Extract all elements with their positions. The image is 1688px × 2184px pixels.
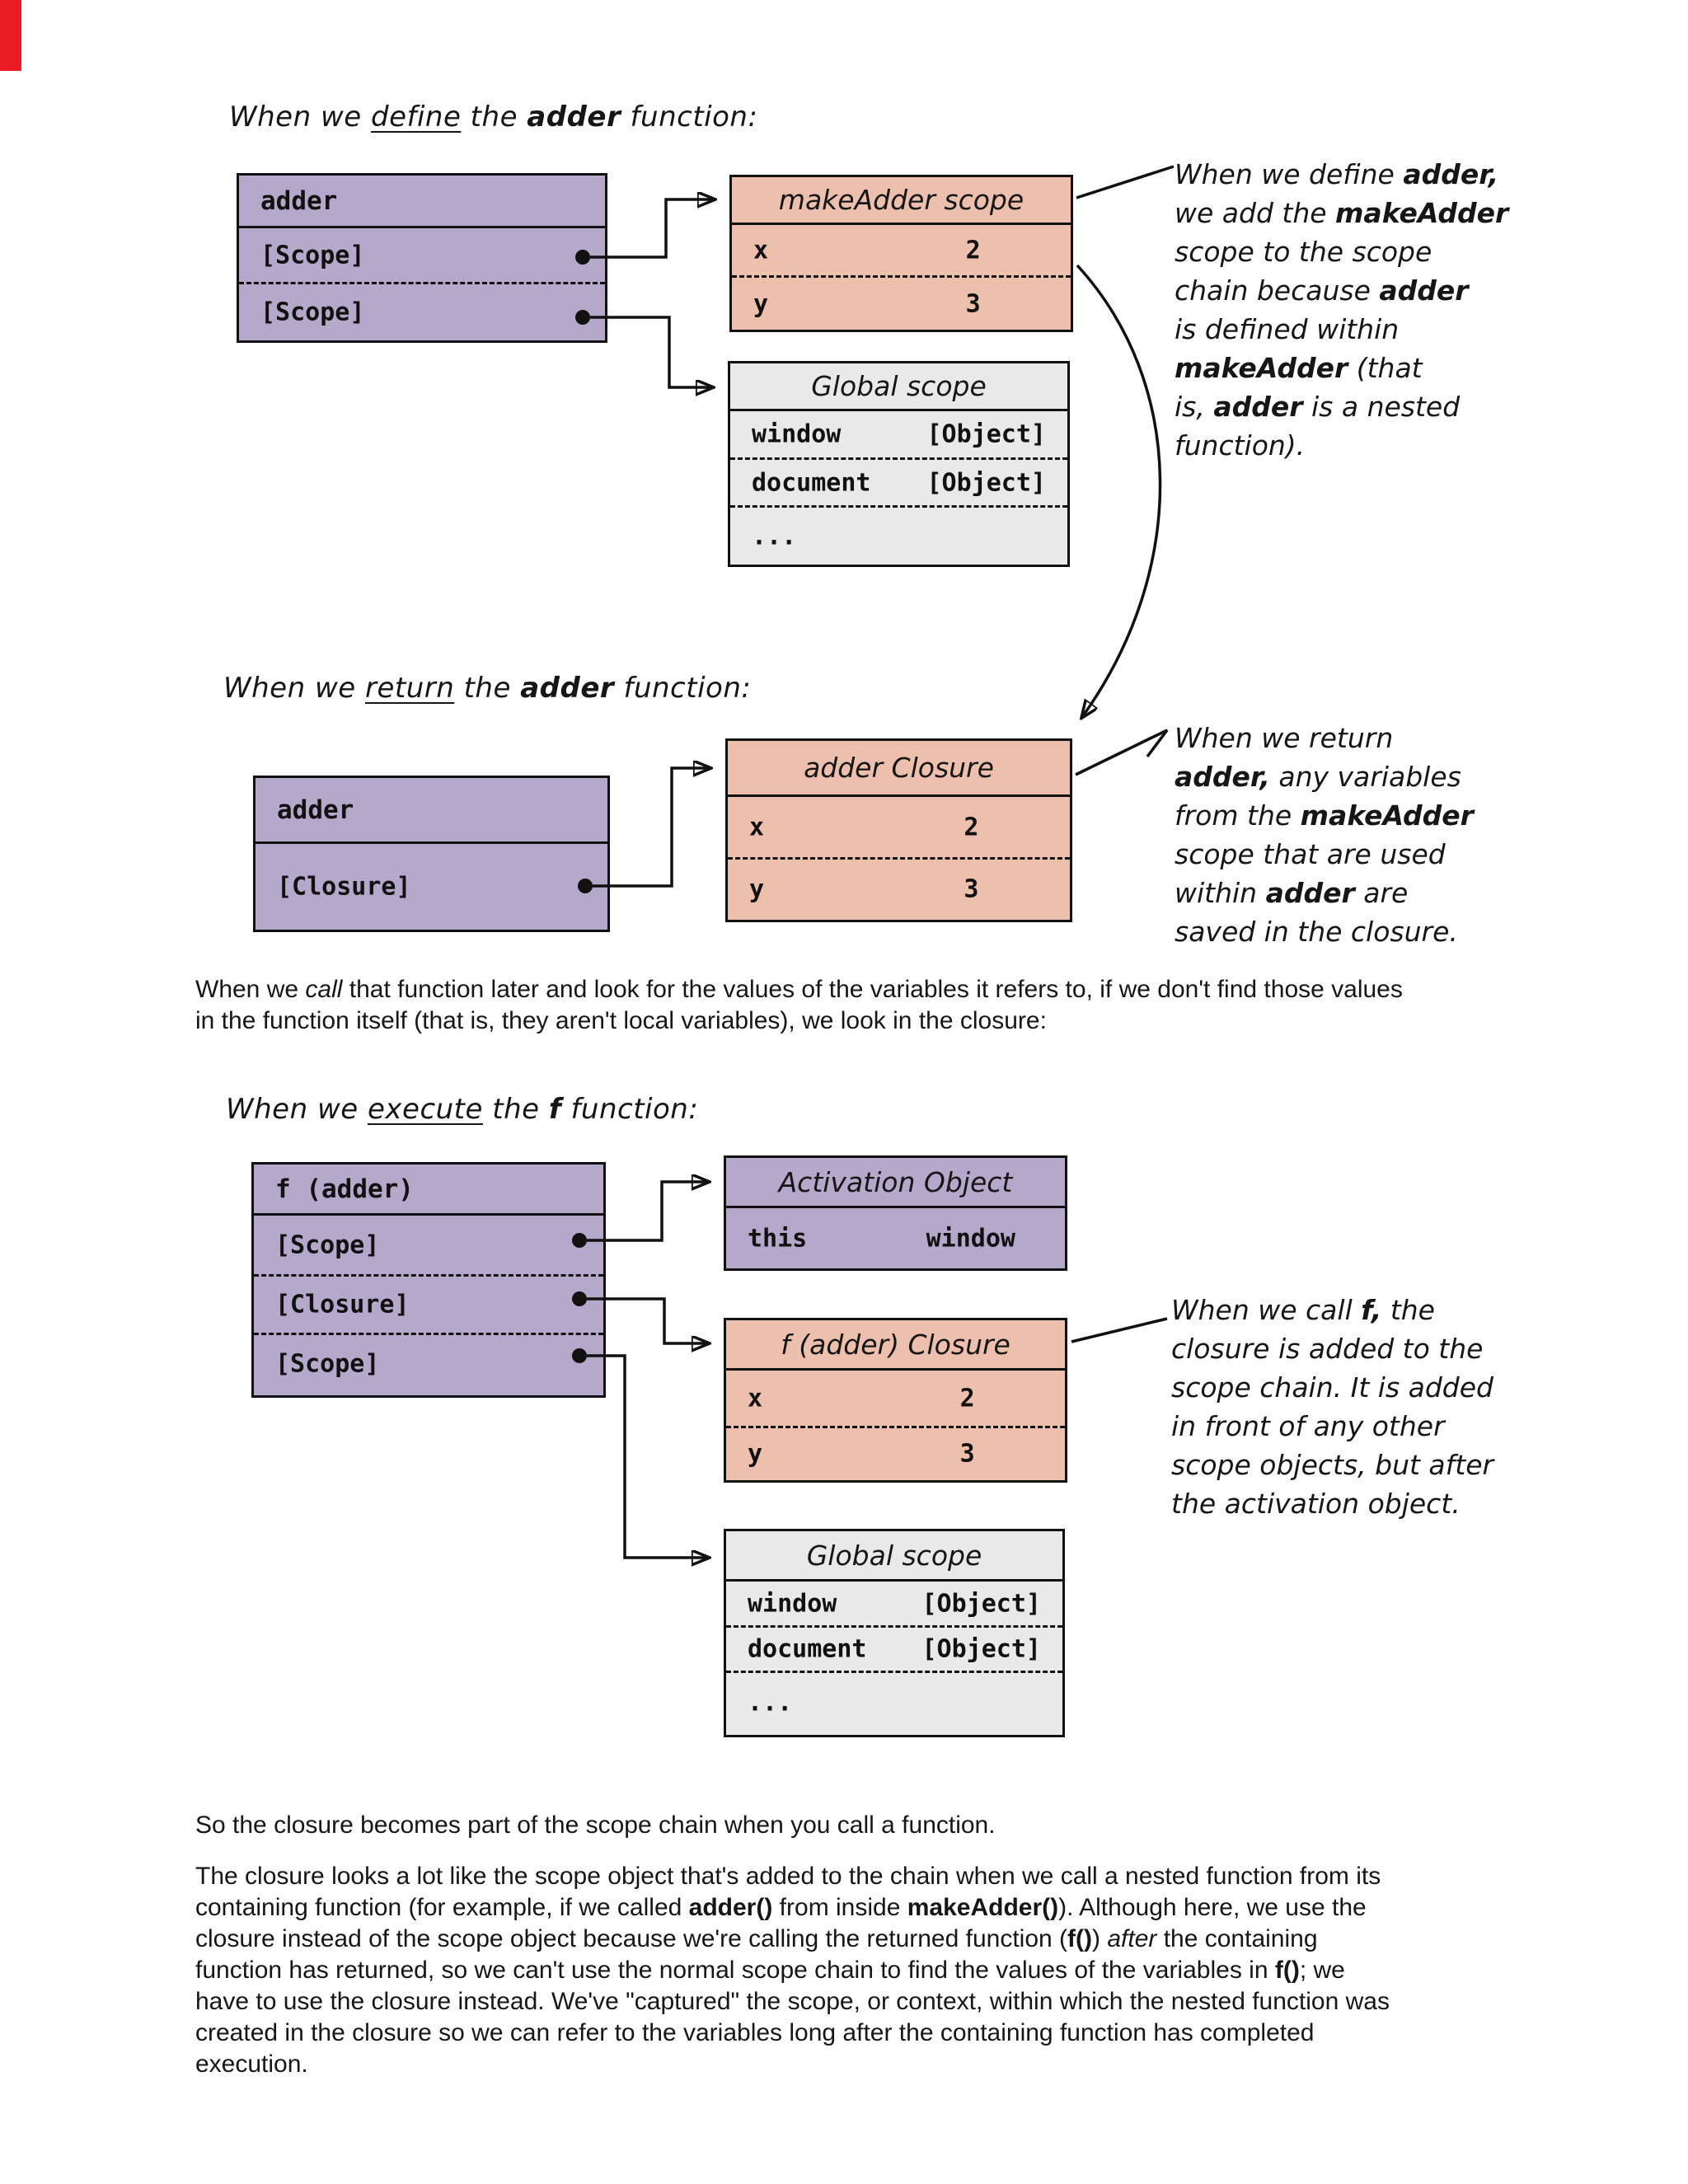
makeadder-to-closure-curved-arrow [1076,264,1162,717]
box-title: f (adder) Closure [781,1328,1010,1361]
box-title: Global scope [806,1539,982,1572]
var-y-value: 3 [959,1439,975,1469]
red-bookmark-marker [0,0,21,71]
var-x-value: 2 [964,813,979,841]
var-x: x [748,1384,763,1413]
leader-line-return-annotation [1075,729,1169,776]
f-adder-function-box: f (adder) [Scope] [Closure] [Scope] [251,1162,606,1398]
box-title: adder Closure [804,752,994,784]
var-window: window [748,1589,837,1618]
var-x-value: 2 [959,1384,975,1413]
var-document: document [748,1634,867,1664]
var-x: x [753,236,769,265]
title-return-section: When we return the adder function: [223,672,752,705]
var-window-value: [Object] [926,419,1047,449]
box-row-scope-2: [Scope] [275,1349,380,1379]
var-document: document [752,468,871,497]
box-title: Global scope [811,370,987,402]
var-y: y [748,1439,763,1469]
annotation-define: When we define adder,we add the makeAdde… [1175,158,1509,462]
adder-function-box-return: adder [Closure] [253,776,610,932]
scope2-to-global-arrow [590,316,712,387]
var-this: this [748,1224,808,1253]
title-execute-section: When we execute the f function: [226,1093,699,1126]
box-title: makeAdder scope [778,184,1025,216]
paragraph-scope-chain: So the closure becomes part of the scope… [195,1811,996,1839]
var-document-value: [Object] [921,1634,1042,1664]
adder-closure-box: adder Closure x 2 y 3 [725,738,1072,922]
makeadder-scope-box: makeAdder scope x 2 y 3 [729,175,1073,332]
var-document-value: [Object] [926,468,1047,497]
var-y-value: 3 [965,289,981,318]
leader-line-call-annotation [1071,1317,1168,1343]
box-title: adder [260,185,338,216]
box-title: adder [277,794,354,825]
var-y: y [749,874,765,904]
var-this-value: window [926,1224,1015,1253]
leader-line-define-annotation [1076,165,1175,199]
title-define-section: When we define the adder function: [229,101,758,134]
var-y: y [753,289,769,318]
activation-object-box: Activation Object this window [724,1155,1067,1271]
var-ellipsis: ... [752,522,797,551]
paragraph-call-function: When we call that function later and loo… [195,976,1403,1034]
box-row-closure: [Closure] [275,1290,410,1319]
box-row-scope-2: [Scope] [260,298,365,327]
var-window: window [752,419,842,449]
scope1-to-makeadder-arrow [590,199,714,259]
var-x-value: 2 [965,236,981,265]
f-adder-closure-box: f (adder) Closure x 2 y 3 [724,1318,1067,1483]
closure-to-adder-closure-arrow [593,768,710,888]
box-title: Activation Object [778,1165,1013,1198]
box-row-scope-1: [Scope] [260,241,365,269]
paragraph-closure-explanation: The closure looks a lot like the scope o… [195,1863,1390,2078]
var-ellipsis: ... [748,1688,793,1718]
box-row-scope-1: [Scope] [275,1230,380,1259]
var-y-value: 3 [964,874,979,904]
adder-function-box-define: adder [Scope] [Scope] [237,173,607,343]
var-window-value: [Object] [921,1589,1042,1618]
global-scope-box-2: Global scope window [Object] document [O… [724,1529,1065,1737]
global-scope-box-1: Global scope window [Object] document [O… [728,361,1070,567]
box-title: f (adder) [275,1174,414,1204]
var-x: x [749,813,765,841]
box-row-closure: [Closure] [277,872,411,902]
